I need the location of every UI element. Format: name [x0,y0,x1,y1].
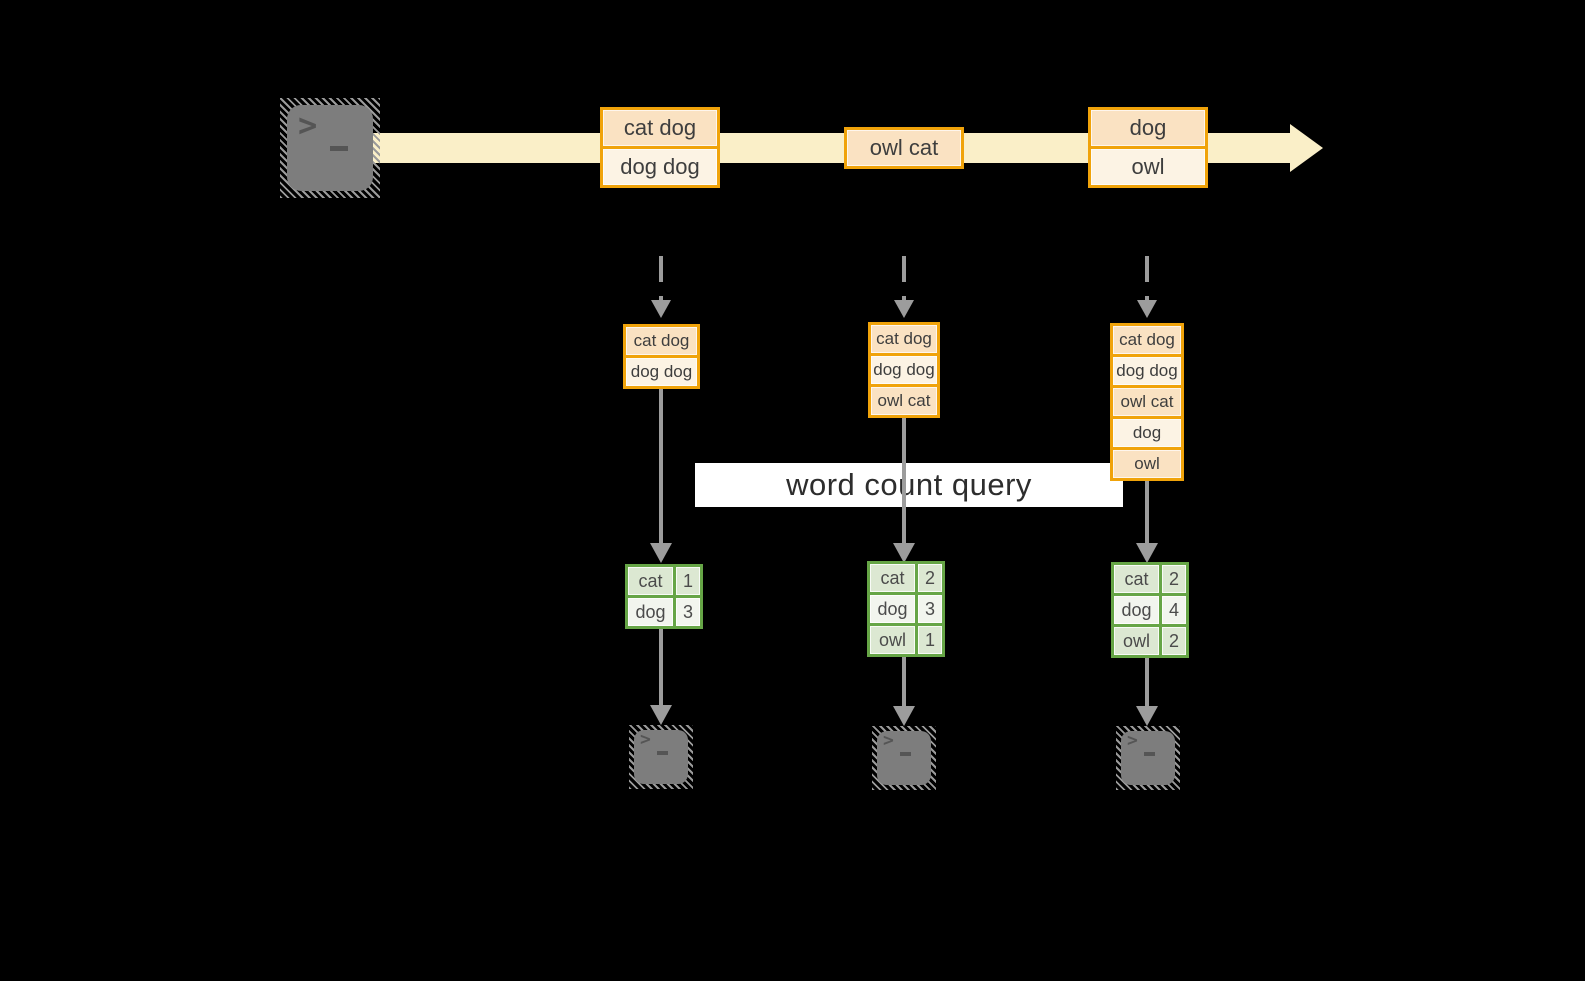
terminal-prompt-icon: > [1127,730,1138,751]
arrowhead-icon [1136,706,1158,726]
buffer-item: owl cat [1113,388,1181,416]
sink-terminal-icon: > [1116,726,1180,790]
buffer-item: owl cat [871,387,937,415]
terminal-prompt-icon: > [883,730,894,751]
count-cell: 2 [1162,565,1186,593]
word-cell: cat [870,564,915,592]
dashed-arrow-line [659,256,663,300]
wordcount-table-1: cat 1 dog 3 [625,564,703,629]
buffer-item: cat dog [626,327,697,355]
arrowhead-icon [650,705,672,725]
stream-arrowhead-icon [1290,124,1323,172]
arrowhead-icon [893,543,915,563]
stream-item: dog [1091,110,1205,146]
terminal-body [1121,731,1175,785]
stream-batch-3: dog owl [1088,107,1208,188]
dashed-arrowhead-icon [894,300,914,318]
word-cell: owl [870,626,915,654]
buffer-item: owl [1113,450,1181,478]
buffer-item: dog dog [871,356,937,384]
buffer-item: dog [1113,419,1181,447]
terminal-underscore-icon [900,752,911,756]
wordcount-table-3: cat 2 dog 4 owl 2 [1111,562,1189,658]
count-cell: 2 [1162,627,1186,655]
arrow-line [659,629,663,705]
buffer-item: dog dog [626,358,697,386]
source-terminal-icon: > [280,98,380,198]
count-cell: 2 [918,564,942,592]
arrow-line [1145,481,1149,543]
word-cell: dog [870,595,915,623]
terminal-underscore-icon [657,751,668,755]
dashed-arrowhead-icon [1137,300,1157,318]
count-cell: 1 [918,626,942,654]
terminal-body [877,731,931,785]
stream-batch-1: cat dog dog dog [600,107,720,188]
dashed-arrow-line [1145,256,1149,300]
word-cell: dog [1114,596,1159,624]
query-banner: word count query [695,463,1123,507]
stream-item: owl cat [847,130,961,166]
terminal-underscore-icon [330,146,348,151]
count-cell: 3 [918,595,942,623]
word-cell: dog [628,598,673,626]
sink-terminal-icon: > [872,726,936,790]
stream-item: cat dog [603,110,717,146]
terminal-body [634,730,688,784]
arrowhead-icon [1136,543,1158,563]
terminal-prompt-icon: > [298,106,318,144]
arrow-line [902,657,906,706]
word-cell: cat [1114,565,1159,593]
word-cell: cat [628,567,673,595]
arrow-line [902,418,906,543]
stream-item: owl [1091,149,1205,185]
terminal-underscore-icon [1144,752,1155,756]
buffer-item: cat dog [1113,326,1181,354]
count-cell: 4 [1162,596,1186,624]
count-cell: 1 [676,567,700,595]
buffer-box-3: cat dog dog dog owl cat dog owl [1110,323,1184,481]
arrow-line [1145,656,1149,706]
buffer-item: cat dog [871,325,937,353]
arrowhead-icon [893,706,915,726]
count-cell: 3 [676,598,700,626]
buffer-box-1: cat dog dog dog [623,324,700,389]
buffer-box-2: cat dog dog dog owl cat [868,322,940,418]
wordcount-table-2: cat 2 dog 3 owl 1 [867,561,945,657]
buffer-item: dog dog [1113,357,1181,385]
arrow-line [659,389,663,543]
word-cell: owl [1114,627,1159,655]
arrowhead-icon [650,543,672,563]
dashed-arrow-line [902,256,906,300]
terminal-prompt-icon: > [640,729,651,750]
dashed-arrowhead-icon [651,300,671,318]
stream-batch-2: owl cat [844,127,964,169]
sink-terminal-icon: > [629,725,693,789]
stream-item: dog dog [603,149,717,185]
